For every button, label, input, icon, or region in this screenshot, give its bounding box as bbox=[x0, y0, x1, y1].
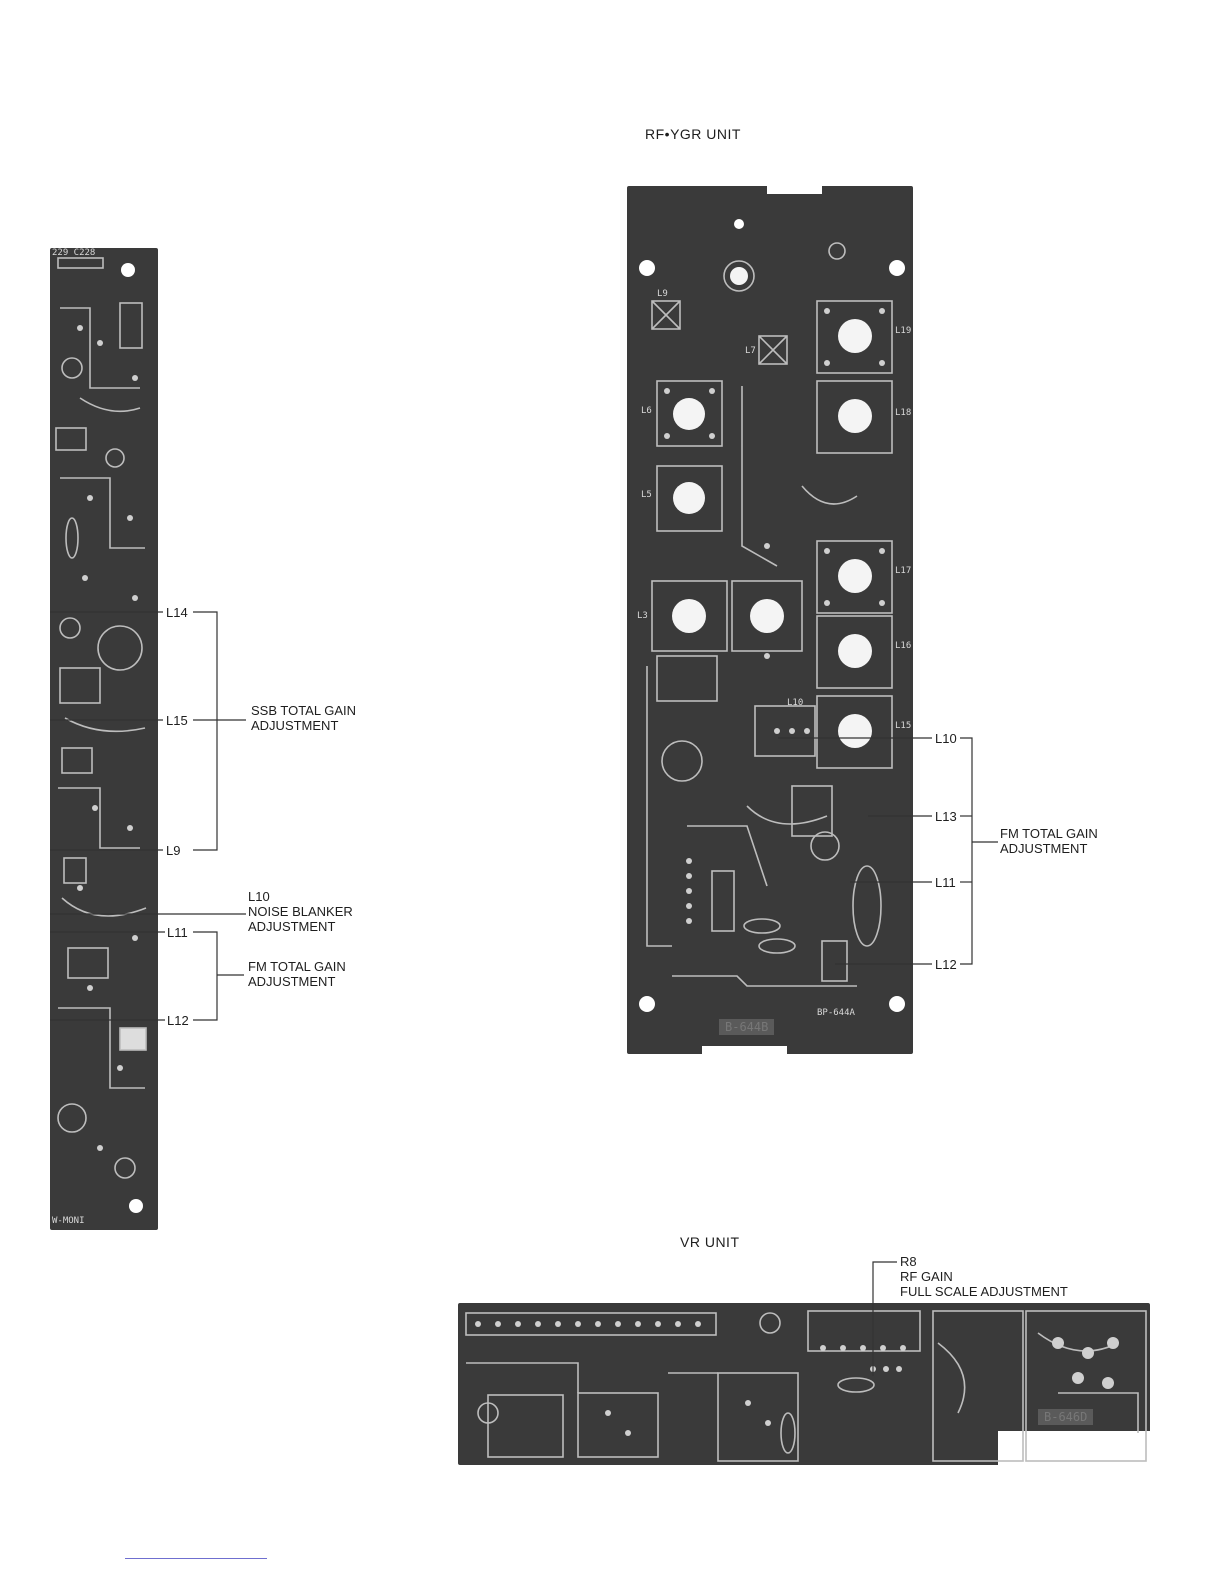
callout-left-l11: L11 bbox=[167, 925, 188, 940]
callout-left-l12: L12 bbox=[167, 1013, 189, 1028]
ssb-gain-line2: ADJUSTMENT bbox=[251, 718, 356, 733]
rf-fm-gain-line1: FM TOTAL GAIN bbox=[1000, 826, 1098, 841]
callout-left-l9: L9 bbox=[166, 843, 180, 858]
noise-blanker-line1: NOISE BLANKER bbox=[248, 904, 353, 919]
callout-ssb-total-gain: SSB TOTAL GAIN ADJUSTMENT bbox=[251, 703, 356, 733]
rf-fm-gain-line2: ADJUSTMENT bbox=[1000, 841, 1098, 856]
callout-left-l14: L14 bbox=[166, 605, 188, 620]
noise-blanker-ref: L10 bbox=[248, 889, 353, 904]
callout-rf-l10: L10 bbox=[935, 731, 957, 746]
callout-rf-l11: L11 bbox=[935, 875, 956, 890]
callout-noise-blanker: L10 NOISE BLANKER ADJUSTMENT bbox=[248, 889, 353, 934]
vr-full-scale-line: FULL SCALE ADJUSTMENT bbox=[900, 1284, 1068, 1299]
noise-blanker-line2: ADJUSTMENT bbox=[248, 919, 353, 934]
callout-rf-l12: L12 bbox=[935, 957, 957, 972]
left-fm-gain-line2: ADJUSTMENT bbox=[248, 974, 346, 989]
ssb-gain-line1: SSB TOTAL GAIN bbox=[251, 703, 356, 718]
vr-r8-ref: R8 bbox=[900, 1254, 1068, 1269]
callout-left-l15: L15 bbox=[166, 713, 188, 728]
callout-vr-r8-rf-gain: R8 RF GAIN FULL SCALE ADJUSTMENT bbox=[900, 1254, 1068, 1299]
callout-rf-fm-total-gain: FM TOTAL GAIN ADJUSTMENT bbox=[1000, 826, 1098, 856]
left-fm-gain-line1: FM TOTAL GAIN bbox=[248, 959, 346, 974]
bottom-hyperlink-rule bbox=[125, 1558, 267, 1559]
callout-rf-l13: L13 bbox=[935, 809, 957, 824]
callout-left-fm-total-gain: FM TOTAL GAIN ADJUSTMENT bbox=[248, 959, 346, 989]
vr-rf-gain-line: RF GAIN bbox=[900, 1269, 1068, 1284]
